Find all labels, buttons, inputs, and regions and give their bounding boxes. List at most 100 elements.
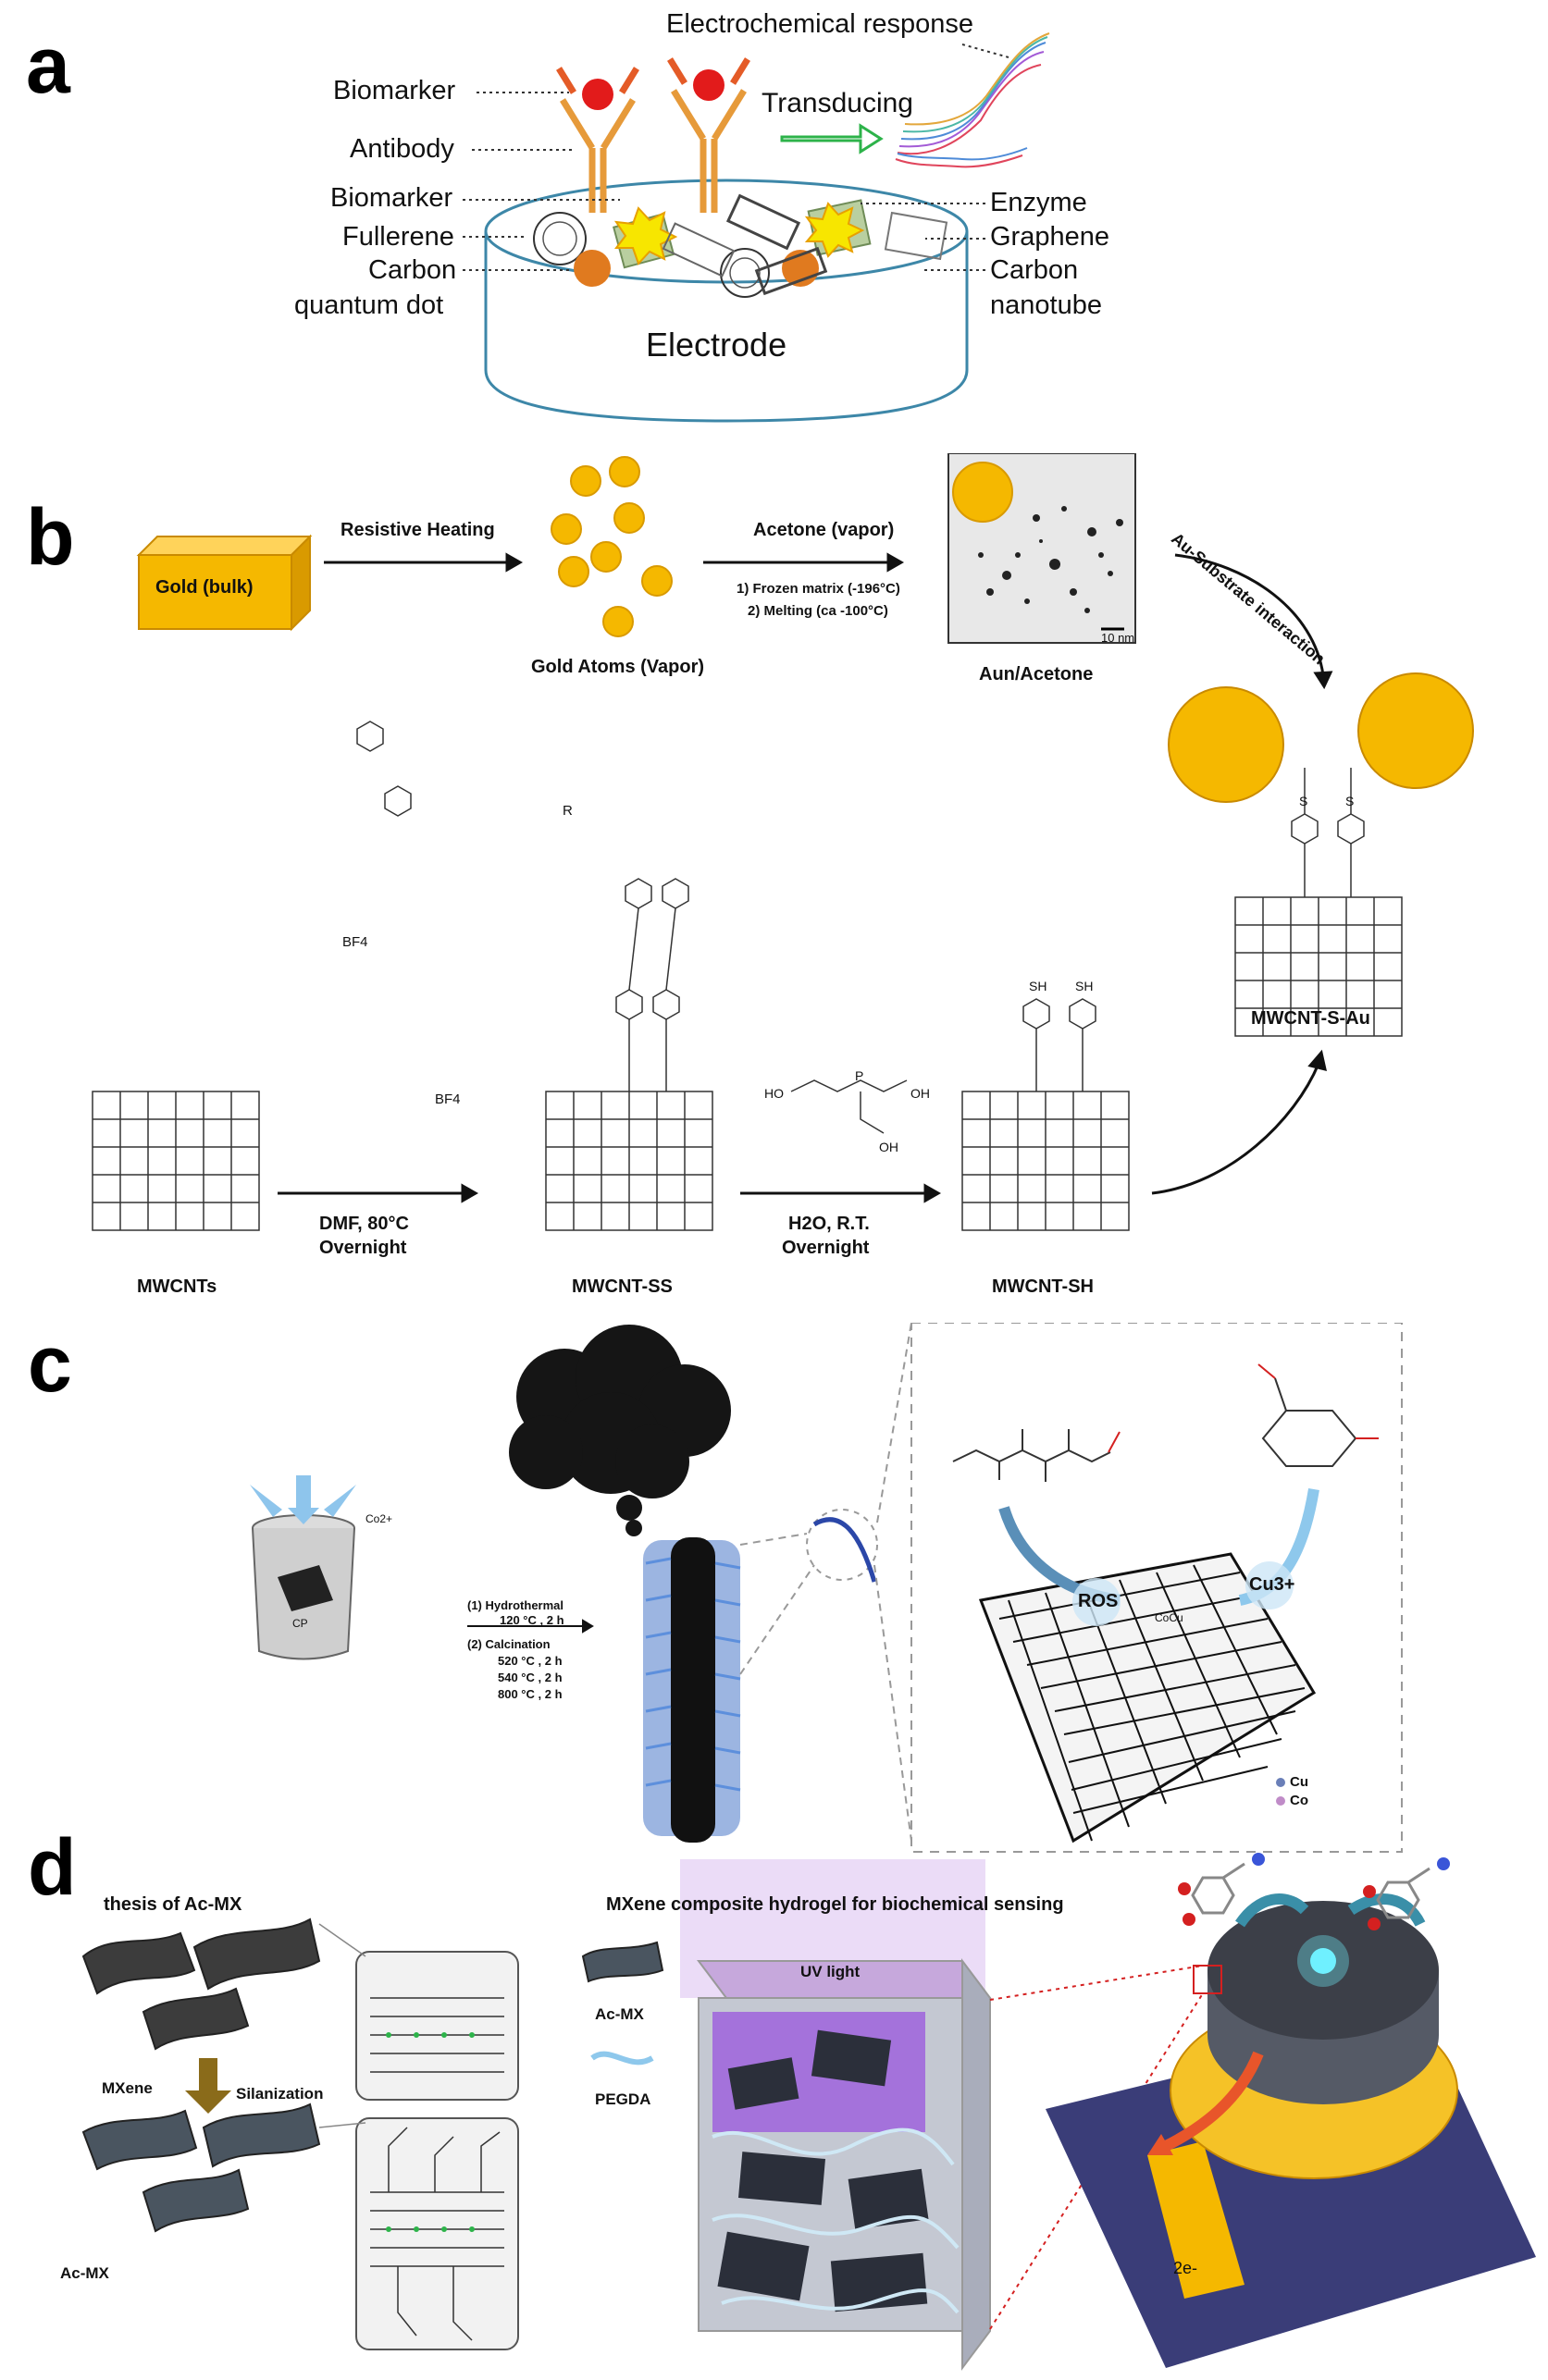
label-sh-1: SH — [1029, 979, 1047, 993]
label-quantum-dot: quantum dot — [294, 290, 444, 320]
label-calcination: (2) Calcination — [467, 1637, 551, 1651]
label-hydrothermal: (1) Hydrothermal — [467, 1598, 564, 1612]
antibody-right — [667, 57, 750, 213]
electrode-cylinder — [484, 179, 969, 423]
label-cp: CP — [292, 1617, 308, 1630]
gluconolactone — [1257, 1363, 1379, 1467]
label-mwcnts: MWCNTs — [137, 1276, 217, 1297]
electrochemical-response-curves — [895, 32, 1050, 168]
label-silanization: Silanization — [236, 2085, 324, 2103]
label-transducing: Transducing — [762, 88, 913, 118]
gold-bulk-block — [136, 534, 313, 632]
label-hydrothermal-cond: 120 °C , 2 h — [500, 1613, 564, 1627]
label-s-2: S — [1345, 794, 1355, 808]
label-composite-title: MXene composite hydrogel for biochemical… — [606, 1894, 1064, 1915]
label-cu3: Cu3+ — [1249, 1574, 1295, 1595]
label-mwcnt-sh: MWCNT-SH — [992, 1276, 1094, 1297]
label-ac-mx-left: Ac-MX — [60, 2264, 109, 2282]
panel-c-diagram — [250, 1323, 1403, 1853]
leader-lines — [463, 43, 1009, 271]
panel-a: a — [0, 0, 1548, 435]
antibody-left — [556, 67, 639, 213]
label-overnight-2: Overnight — [782, 1238, 870, 1258]
label-sh-2: SH — [1075, 979, 1094, 993]
label-au-acetone: Aun/Acetone — [979, 664, 1094, 684]
ros-bubble — [1072, 1578, 1121, 1626]
label-oh-2: OH — [879, 1140, 898, 1154]
label-bf4-bottom: BF4 — [435, 1091, 461, 1107]
label-acetone-vapor: Acetone (vapor) — [753, 520, 895, 540]
label-p: P — [855, 1068, 864, 1083]
label-cu: Cu — [1290, 1774, 1308, 1790]
biomarker-right-ball — [693, 69, 724, 101]
label-electrochemical-response: Electrochemical response — [666, 9, 974, 39]
label-electrode: Electrode — [646, 326, 787, 364]
mxene-sheets — [81, 1918, 321, 2233]
cu3-bubble — [1245, 1561, 1294, 1609]
cu-legend-dot — [1276, 1778, 1285, 1787]
panel-letter-c: c — [28, 1320, 72, 1409]
zoom-callout — [739, 1323, 1403, 1853]
label-ac-mx-legend: Ac-MX — [595, 2005, 644, 2023]
nanotube-structures — [92, 896, 1403, 1231]
label-bf4-top: BF4 — [342, 934, 368, 950]
label-biomarker-mid: Biomarker — [330, 183, 453, 213]
label-scale-bar: 10 nm — [1101, 631, 1135, 645]
label-calc-3: 800 °C , 2 h — [498, 1687, 563, 1701]
panel-b-diagram — [92, 453, 1474, 1231]
label-h2o: H2O, R.T. — [788, 1214, 870, 1234]
label-r: R — [563, 803, 573, 819]
structure-boxes — [318, 1923, 519, 2350]
silanization-arrow — [185, 2058, 231, 2114]
zoom-lines — [989, 1965, 1204, 2330]
tem-micrograph — [947, 453, 1136, 644]
label-ho: HO — [764, 1086, 784, 1101]
label-s-1: S — [1299, 794, 1308, 808]
molecule-linkers — [356, 721, 1365, 1091]
nanofiber-rod — [643, 1537, 741, 1843]
nanomaterials — [533, 193, 948, 298]
beaker — [252, 1514, 355, 1660]
sensor-device — [1046, 1893, 1536, 2368]
panel-letter-d: d — [28, 1823, 77, 1912]
panel-d: d — [0, 1822, 1548, 2377]
ac-mx-legend-icon — [581, 1941, 664, 1983]
label-antibody: Antibody — [350, 134, 454, 164]
label-nanotube: nanotube — [990, 290, 1102, 320]
label-carbon-left: Carbon — [368, 255, 457, 285]
synthesis-arrow — [467, 1619, 594, 1634]
transducing-arrow — [780, 123, 884, 154]
label-melting: 2) Melting (ca -100°C) — [748, 603, 888, 619]
label-gold-atoms: Gold Atoms (Vapor) — [531, 657, 705, 677]
label-mwcnt-ss: MWCNT-SS — [572, 1276, 673, 1297]
label-co2: Co2+ — [365, 1512, 393, 1525]
label-mxene: MXene — [102, 2079, 153, 2097]
label-oh-1: OH — [910, 1086, 930, 1101]
label-carbon-right: Carbon — [990, 255, 1079, 285]
label-dmf: DMF, 80°C — [319, 1214, 409, 1234]
panel-letter-b: b — [26, 493, 75, 582]
label-gold-bulk: Gold (bulk) — [155, 577, 254, 598]
label-pegda: PEGDA — [595, 2090, 651, 2108]
label-electron: 2e- — [1173, 2259, 1198, 2277]
label-calc-2: 540 °C , 2 h — [498, 1671, 563, 1684]
biomarker-left-ball — [582, 79, 613, 110]
label-co: Co — [1290, 1793, 1308, 1808]
gold-atoms — [551, 456, 673, 637]
dopamine-molecules — [1191, 1862, 1430, 1919]
reagent-arrows — [250, 1475, 356, 1524]
glucose-linear — [952, 1429, 1121, 1482]
hydrogel-cube — [680, 1859, 992, 2371]
panel-b: b — [0, 453, 1548, 1323]
panel-letter-a: a — [26, 21, 70, 110]
label-frozen-matrix: 1) Frozen matrix (-196°C) — [737, 581, 900, 597]
label-resistive-heating: Resistive Heating — [341, 520, 495, 540]
panel-c: c — [0, 1320, 1548, 1859]
atoms — [1178, 1853, 1450, 1930]
label-calc-1: 520 °C , 2 h — [498, 1654, 563, 1668]
label-biomarker-top: Biomarker — [333, 76, 456, 105]
gold-nanoclusters — [1168, 672, 1474, 803]
co-legend-dot — [1276, 1796, 1285, 1806]
process-arrows — [278, 552, 1333, 1203]
label-overnight-1: Overnight — [319, 1238, 407, 1258]
